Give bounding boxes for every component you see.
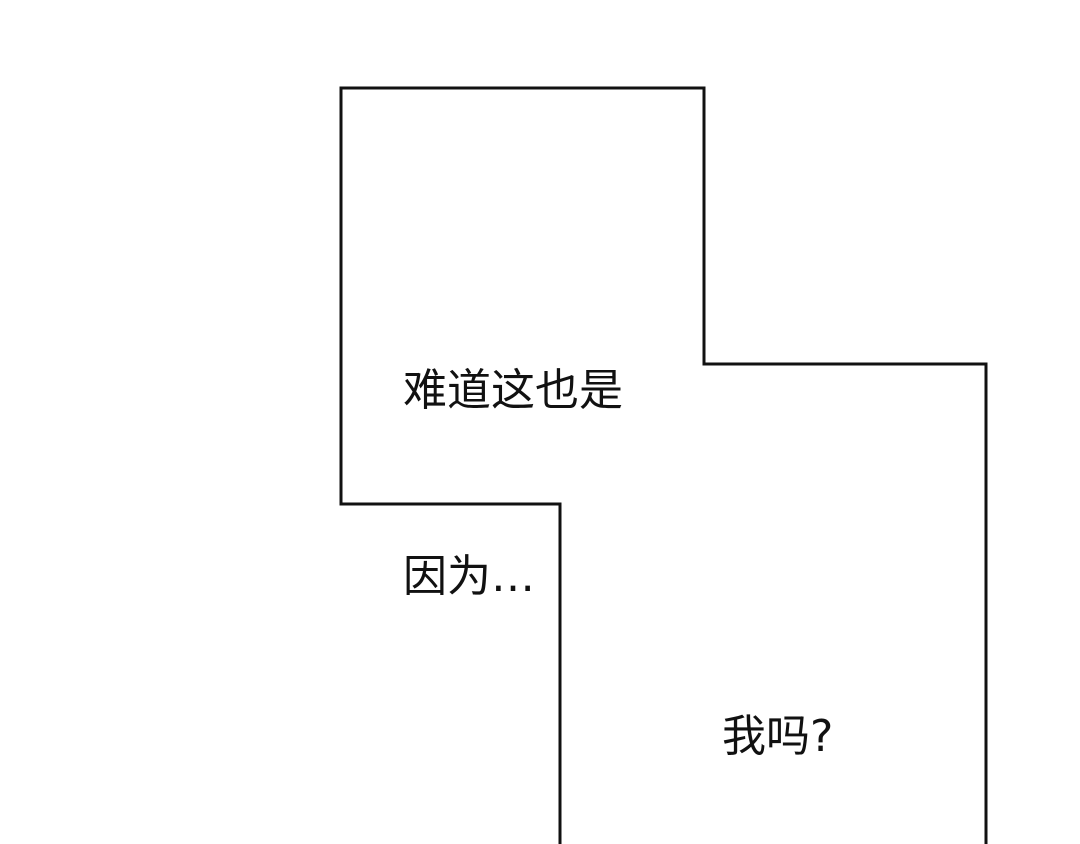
caption-text-1: 难道这也是 因为… — [403, 236, 623, 670]
caption-box-border — [339, 86, 988, 844]
caption-1-line-2: 因为… — [403, 551, 535, 602]
caption-text-2: 我吗? — [722, 582, 833, 830]
caption-1-line-1: 难道这也是 — [403, 365, 623, 416]
caption-2-line-1: 我吗? — [722, 711, 834, 762]
